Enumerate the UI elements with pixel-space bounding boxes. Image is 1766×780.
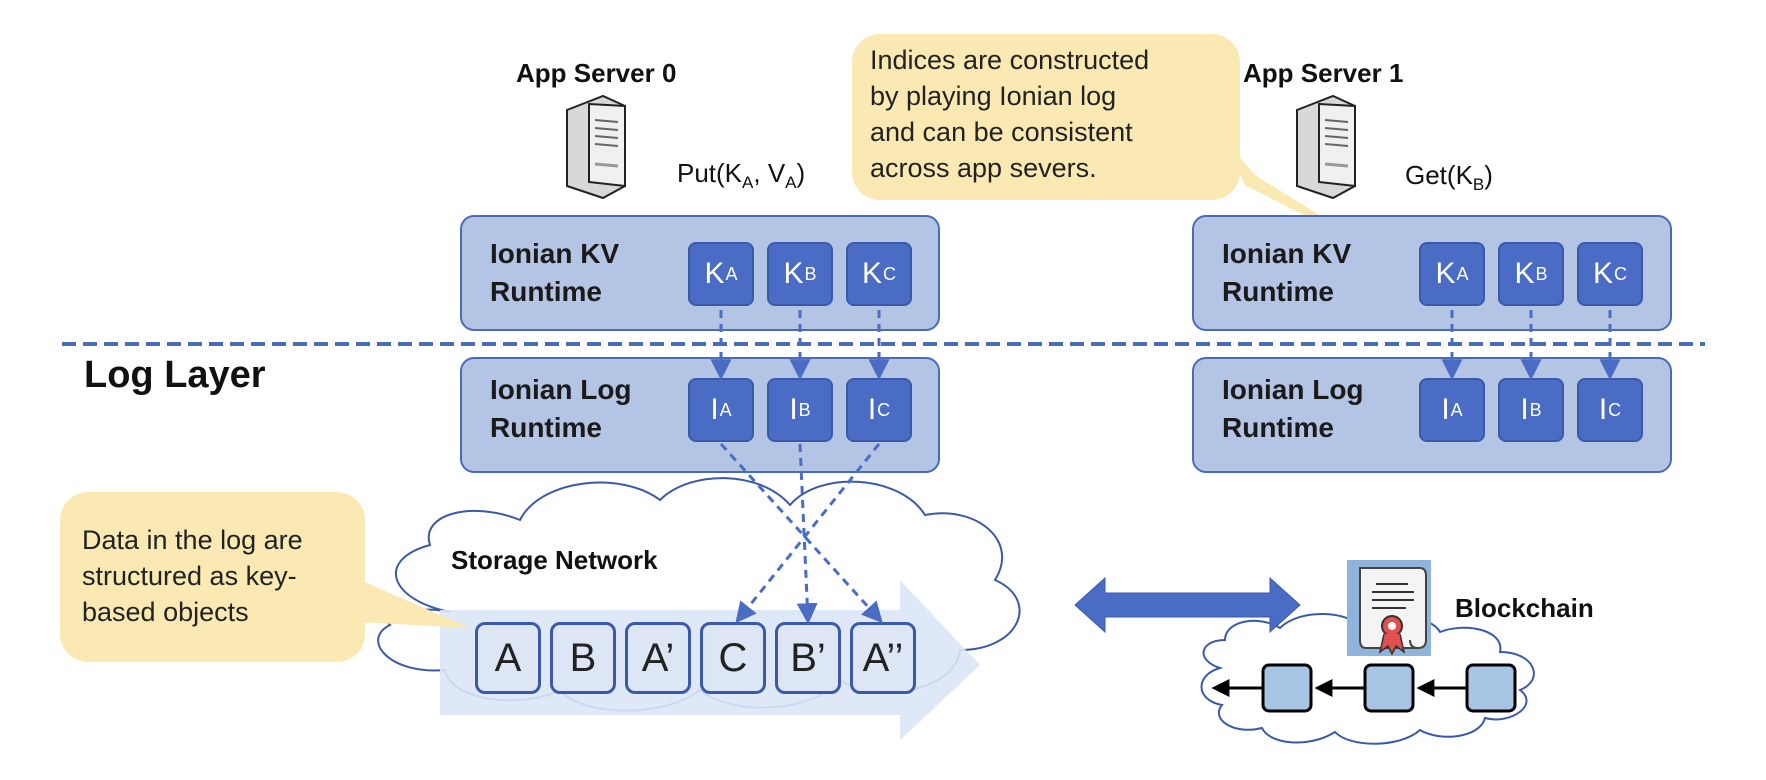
server1-title: App Server 1 bbox=[1243, 58, 1404, 88]
server-icon bbox=[566, 94, 626, 200]
chain-block bbox=[1363, 663, 1415, 713]
log-object: A’’ bbox=[850, 622, 916, 694]
server0-operation: Put(KA, VA) bbox=[677, 158, 806, 193]
log-object: B bbox=[550, 622, 616, 694]
indices-callout: Indices are constructed by playing Ionia… bbox=[852, 34, 1240, 200]
storage-network-title: Storage Network bbox=[451, 545, 658, 575]
server0-title: App Server 0 bbox=[516, 58, 677, 88]
double-arrow-icon bbox=[1074, 576, 1301, 634]
chain-block bbox=[1261, 663, 1313, 713]
blockchain-title: Blockchain bbox=[1455, 593, 1594, 623]
log-object: A bbox=[475, 622, 541, 694]
data-callout: Data in the log are structured as key- b… bbox=[60, 492, 365, 662]
log-object: C bbox=[700, 622, 766, 694]
log-object: B’ bbox=[775, 622, 841, 694]
log-object: A’ bbox=[625, 622, 691, 694]
chain-block bbox=[1465, 663, 1517, 713]
server1-operation: Get(KB) bbox=[1405, 160, 1493, 195]
log-layer-label: Log Layer bbox=[84, 354, 266, 396]
certificate-icon bbox=[1347, 560, 1431, 656]
server-icon bbox=[1296, 94, 1356, 200]
